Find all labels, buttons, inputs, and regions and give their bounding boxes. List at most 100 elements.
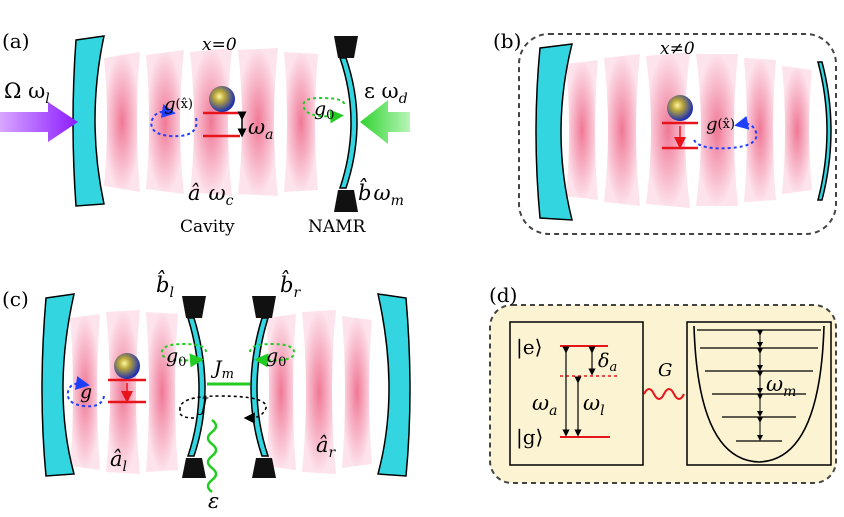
- g-label-c: g: [80, 381, 92, 403]
- g0-label-right-c: g0: [266, 345, 286, 370]
- j-coupling-loop-end: [178, 409, 195, 419]
- a-left-text: â: [110, 447, 123, 471]
- coupling-label-a: g(x̂): [164, 94, 193, 115]
- b-left-sub: l: [169, 285, 173, 301]
- panel-tag-c: (c): [2, 287, 29, 311]
- panel-b: (b) x≠0 g(x̂): [493, 29, 837, 235]
- g0-loop-right-c: [249, 342, 296, 368]
- excited-state-label: |e⟩: [516, 335, 542, 360]
- coupling-loop-c: [66, 376, 105, 408]
- mech-op-text: b̂: [358, 178, 371, 205]
- namr-mirror-b: [817, 61, 832, 201]
- epsilon-label: ε: [208, 489, 219, 513]
- delta-text: δ: [598, 350, 609, 372]
- namr-caption: NAMR: [308, 217, 367, 237]
- drive-arrow: [360, 100, 410, 144]
- clamp-bottom-left-c: [182, 458, 206, 478]
- panel-tag-d: (d): [489, 283, 517, 307]
- atom-c: [114, 353, 140, 379]
- clamp-top-a: [334, 36, 358, 58]
- coupling-arg-a: (x̂): [176, 97, 193, 112]
- g0-right-sub: 0: [278, 355, 286, 370]
- jm-label: Jm: [210, 357, 234, 382]
- G-coupling-wave: [643, 388, 685, 400]
- omega-m-text-d: ω: [766, 372, 783, 396]
- coupling-label-b: g(x̂): [706, 114, 735, 135]
- namr-right-c: [250, 317, 270, 457]
- omega-a-text: ω: [248, 115, 265, 139]
- coupling-g-b: g: [706, 114, 718, 135]
- b-right-text: b̂: [280, 270, 293, 297]
- omega-l-sub-d: l: [600, 403, 604, 419]
- pump-label: Ω ωl: [4, 79, 50, 107]
- omega-a-sub: a: [265, 127, 273, 143]
- panel-tag-a: (a): [2, 29, 30, 53]
- cavity-caption: Cavity: [180, 217, 235, 237]
- g0-text-a: g: [314, 98, 326, 120]
- panel-b-frame: [518, 33, 837, 235]
- drive-text: ε ω: [364, 79, 399, 103]
- g0-right-text: g: [266, 345, 278, 367]
- namr-mirror-a: [338, 57, 358, 189]
- omega-l-label-d: ωl: [583, 391, 605, 419]
- coupling-g-a: g: [164, 94, 176, 115]
- coupling-loop-b: [693, 115, 758, 150]
- j-label: J: [196, 394, 209, 416]
- mirror-left-c: [41, 293, 75, 477]
- atom-a: [209, 86, 235, 112]
- b-left-text: b̂: [156, 270, 169, 297]
- panel-c: (c) b̂l b̂r g0 g0 Jm J g âl âr ε: [2, 270, 411, 513]
- mech-freq-text: ω: [373, 181, 390, 205]
- pump-arrow: [0, 102, 78, 142]
- omega-m-sub-d: m: [783, 384, 796, 400]
- delta-sub: a: [609, 360, 617, 375]
- omega-a-sub-d: a: [549, 403, 557, 419]
- atom-b: [667, 95, 693, 121]
- drive-sub: d: [399, 91, 408, 107]
- g0-sub-a: 0: [326, 108, 334, 123]
- panel-tag-b: (b): [493, 29, 521, 53]
- g0-loop-left-c: [160, 342, 207, 368]
- drive-label: ε ωd: [364, 79, 408, 107]
- cavity-freq-sub: c: [226, 193, 234, 209]
- omega-l-text-d: ω: [583, 391, 600, 415]
- b-left-label: b̂l: [156, 270, 174, 301]
- epsilon-drive-wave: [206, 419, 218, 493]
- jm-sub: m: [222, 367, 234, 382]
- mirror-left-b: [535, 43, 573, 221]
- clamp-top-right-c: [252, 296, 276, 318]
- cavity-mode-right-c: [266, 310, 372, 474]
- a-right-text: â: [316, 433, 329, 457]
- cavity-mode-b: [566, 52, 812, 208]
- position-label-b: x≠0: [660, 39, 695, 59]
- mirror-right-c: [377, 293, 411, 477]
- position-text-b: x≠0: [660, 39, 695, 59]
- coupling-arg-b: (x̂): [718, 117, 735, 132]
- harmonic-potential: [693, 325, 825, 463]
- b-right-sub: r: [293, 285, 301, 301]
- omega-a-label-d: ωa: [532, 391, 557, 419]
- omega-a-label: ωa: [248, 115, 273, 143]
- b-right-label: b̂r: [280, 270, 301, 301]
- ground-state-label: |g⟩: [516, 425, 543, 450]
- clamp-top-left-c: [182, 296, 206, 318]
- mirror-left-a: [72, 35, 105, 207]
- jm-text: J: [210, 357, 223, 379]
- clamp-bottom-right-c: [252, 458, 276, 478]
- g0-left-text: g: [166, 345, 178, 367]
- cavity-mode-a: [104, 48, 318, 196]
- g0-label-left-c: g0: [166, 345, 186, 370]
- pump-text: Ω ω: [4, 79, 45, 103]
- cavity-freq-text: ω: [209, 181, 226, 205]
- mech-operator-label: b̂ωm: [358, 178, 404, 209]
- omega-m-label-d: ωm: [766, 372, 796, 400]
- clamp-bottom-a: [334, 190, 358, 212]
- coupling-loop-a: [150, 104, 198, 138]
- delta-label: δa: [598, 350, 617, 375]
- pump-sub: l: [45, 91, 49, 107]
- namr-left-c: [186, 317, 206, 457]
